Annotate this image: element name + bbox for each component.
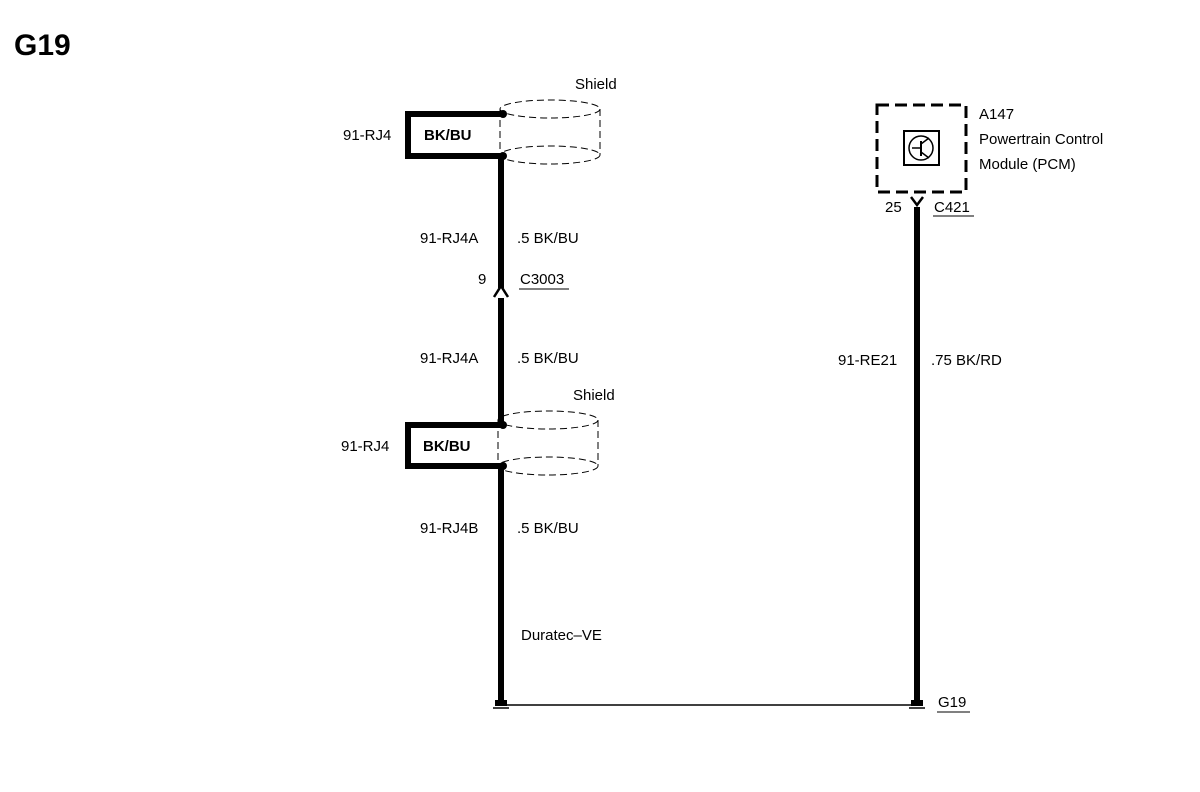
page-title: G19 xyxy=(14,29,71,62)
shield-bottom-drain-loop xyxy=(405,422,501,469)
shield-bottom-circuit-label: 91-RJ4 xyxy=(341,438,389,455)
pcm-transistor-icon xyxy=(903,130,940,166)
splice-dot xyxy=(499,421,507,429)
splice-dot xyxy=(499,110,507,118)
splice-dot xyxy=(499,462,507,470)
shield-bottom-color-label: BK/BU xyxy=(423,438,471,455)
pcm-module-box xyxy=(875,103,968,194)
shield-top-circuit-label: 91-RJ4 xyxy=(343,127,391,144)
shield-top-cylinder xyxy=(499,99,601,165)
wire-middle-circuit-label: 91-RJ4A xyxy=(420,350,478,367)
wire-lower-spec-label: .5 BK/BU xyxy=(517,520,579,537)
wire-right-spec-label: .75 BK/RD xyxy=(931,352,1002,369)
pcm-module-name-line1: Powertrain Control xyxy=(979,131,1103,148)
ground-terminal-left xyxy=(493,700,509,709)
connector-c3003-symbol xyxy=(492,283,510,298)
engine-variant-note: Duratec–VE xyxy=(521,627,602,644)
pcm-module-name-line2: Module (PCM) xyxy=(979,156,1076,173)
connector-c3003-name: C3003 xyxy=(520,271,564,288)
ground-terminal-right xyxy=(909,700,925,709)
wire-lower-circuit-label: 91-RJ4B xyxy=(420,520,478,537)
connector-c421-name: C421 xyxy=(934,199,970,216)
wire-middle-spec-label: .5 BK/BU xyxy=(517,350,579,367)
connector-c3003-pin: 9 xyxy=(478,271,486,288)
wire-upper-spec-label: .5 BK/BU xyxy=(517,230,579,247)
wire-upper-circuit-label: 91-RJ4A xyxy=(420,230,478,247)
shield-top-color-label: BK/BU xyxy=(424,127,472,144)
shield-top-label: Shield xyxy=(575,76,617,93)
splice-dot xyxy=(499,152,507,160)
shield-bottom-cylinder xyxy=(497,410,599,476)
wire-right-circuit-label: 91-RE21 xyxy=(838,352,897,369)
shield-bottom-label: Shield xyxy=(573,387,615,404)
ground-name-label: G19 xyxy=(938,694,966,711)
connector-c421-pin: 25 xyxy=(885,199,902,216)
pcm-module-id: A147 xyxy=(979,106,1014,123)
connector-c421-symbol xyxy=(910,196,924,208)
shield-top-drain-loop xyxy=(405,111,501,159)
